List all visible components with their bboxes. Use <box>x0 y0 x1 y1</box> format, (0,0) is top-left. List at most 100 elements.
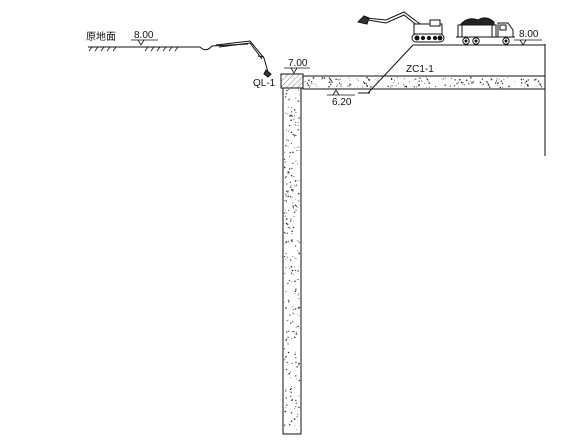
concrete-speckle <box>494 82 497 84</box>
concrete-speckle <box>285 368 288 371</box>
concrete-speckle <box>335 78 337 81</box>
concrete-speckle <box>290 119 292 122</box>
concrete-speckle <box>294 290 297 293</box>
concrete-speckle <box>328 85 330 88</box>
concrete-speckle <box>306 82 309 85</box>
concrete-speckle <box>291 106 293 108</box>
concrete-speckle <box>284 177 286 179</box>
concrete-speckle <box>309 85 311 87</box>
concrete-speckle <box>387 85 389 88</box>
concrete-speckle <box>287 336 289 338</box>
concrete-speckle <box>291 337 293 339</box>
concrete-speckle <box>295 121 297 123</box>
concrete-speckle <box>338 82 341 84</box>
concrete-speckle <box>286 256 288 258</box>
concrete-speckle <box>297 146 299 148</box>
concrete-speckle <box>295 209 297 211</box>
concrete-speckle <box>284 151 286 153</box>
concrete-speckle <box>297 325 299 328</box>
concrete-speckle <box>289 227 291 229</box>
concrete-speckle <box>289 314 291 316</box>
concrete-speckle <box>287 301 289 303</box>
concrete-speckle <box>287 282 289 285</box>
concrete-speckle <box>294 308 296 310</box>
concrete-speckle <box>307 84 310 87</box>
concrete-speckle <box>288 124 291 127</box>
concrete-speckle <box>292 197 293 198</box>
concrete-speckle <box>294 269 297 272</box>
concrete-speckle <box>286 183 288 185</box>
concrete-speckle <box>285 144 287 147</box>
concrete-speckle <box>391 85 393 87</box>
concrete-speckle <box>526 84 529 86</box>
concrete-speckle <box>296 150 298 152</box>
concrete-speckle <box>294 407 296 409</box>
concrete-speckle <box>293 387 295 389</box>
concrete-speckle <box>293 274 295 276</box>
concrete-speckle <box>502 86 504 88</box>
concrete-speckle <box>285 406 287 408</box>
dump-truck-icon <box>456 17 515 45</box>
concrete-speckle <box>298 117 300 119</box>
concrete-speckle <box>292 134 294 136</box>
concrete-speckle <box>340 83 342 85</box>
concrete-speckle <box>293 216 295 218</box>
concrete-speckle <box>287 195 290 198</box>
concrete-speckle <box>285 96 287 98</box>
concrete-speckle <box>285 93 288 95</box>
concrete-speckle <box>284 360 286 362</box>
concrete-speckle <box>298 200 300 202</box>
concrete-speckle <box>298 241 300 243</box>
concrete-speckle <box>426 78 429 81</box>
concrete-speckle <box>285 218 288 220</box>
concrete-strut-zc1 <box>302 75 546 90</box>
concrete-speckle <box>298 364 300 366</box>
concrete-speckle <box>419 77 421 79</box>
concrete-speckle <box>294 353 296 356</box>
concrete-speckle <box>285 222 288 225</box>
concrete-speckle <box>347 85 349 87</box>
concrete-speckle <box>294 146 296 148</box>
concrete-speckle <box>285 258 287 260</box>
concrete-speckle <box>537 80 540 82</box>
concrete-speckle <box>425 87 427 88</box>
crown-beam-label: QL-1 <box>253 78 276 89</box>
concrete-speckle <box>285 338 288 341</box>
concrete-speckle <box>289 267 291 269</box>
concrete-speckle <box>286 212 288 214</box>
concrete-speckle <box>298 362 300 365</box>
concrete-speckle <box>291 269 294 272</box>
concrete-speckle <box>315 83 317 85</box>
concrete-speckle <box>497 82 499 84</box>
concrete-speckle <box>295 333 298 335</box>
concrete-speckle <box>284 161 286 163</box>
concrete-speckle <box>293 266 295 268</box>
concrete-speckle <box>286 404 288 406</box>
concrete-speckle <box>285 200 287 202</box>
concrete-speckle <box>377 80 379 82</box>
concrete-speckle <box>323 77 326 79</box>
concrete-speckle <box>290 142 292 144</box>
concrete-speckle <box>365 83 367 85</box>
concrete-speckle <box>291 399 294 401</box>
concrete-speckle <box>284 410 287 413</box>
concrete-speckle <box>294 134 296 137</box>
concrete-speckle <box>357 80 359 82</box>
concrete-speckle <box>295 198 296 200</box>
concrete-speckle <box>525 80 528 83</box>
concrete-speckle <box>287 299 289 302</box>
concrete-speckle <box>290 174 293 177</box>
concrete-speckle <box>336 85 337 87</box>
concrete-speckle <box>283 256 286 258</box>
concrete-speckle <box>297 271 299 273</box>
concrete-speckle <box>285 397 287 399</box>
concrete-speckle <box>520 78 523 81</box>
concrete-speckle <box>298 379 301 382</box>
concrete-speckle <box>295 429 297 430</box>
concrete-speckle <box>292 205 294 207</box>
concrete-speckle <box>295 331 297 333</box>
concrete-speckle <box>508 85 510 88</box>
beam-top-elevation: 7.00 <box>288 58 308 69</box>
concrete-speckle <box>297 100 300 102</box>
concrete-speckle <box>296 365 298 368</box>
